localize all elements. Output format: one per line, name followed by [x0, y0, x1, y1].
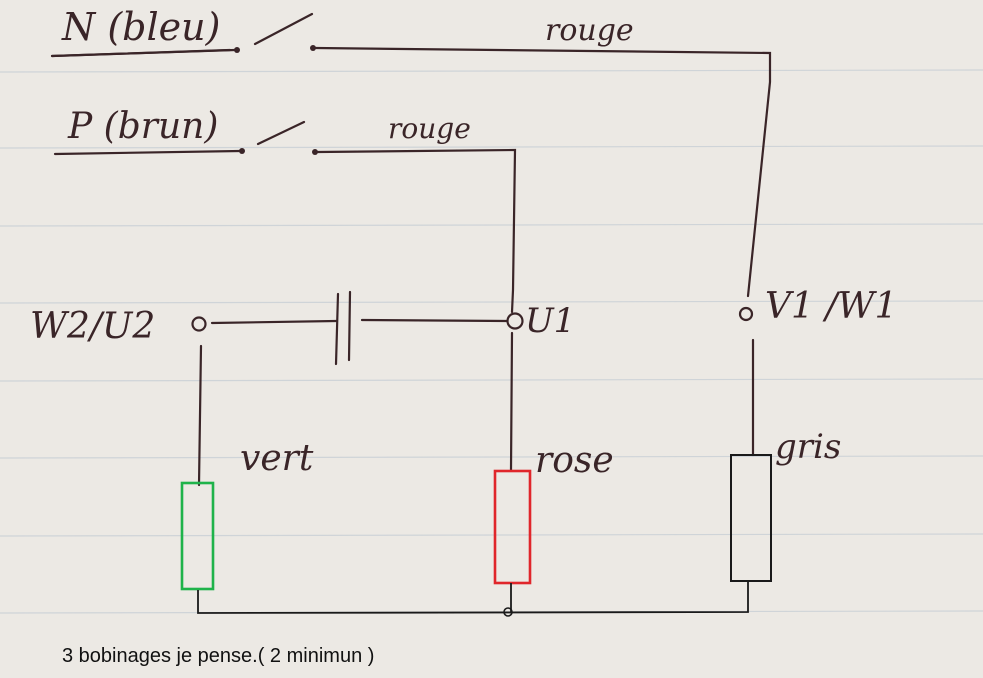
coil-icon [180, 481, 215, 591]
label-n-bleu: N (bleu) [61, 5, 220, 49]
terminal-icon [310, 45, 316, 51]
capacitor-icon [334, 290, 352, 366]
rose-lead [509, 331, 514, 472]
terminal-v1w1 [738, 306, 754, 322]
n-rouge-wire [314, 46, 772, 298]
terminal-w2u2 [191, 316, 207, 332]
capacitor-wire-right [360, 318, 509, 323]
label-p-brun: P (brun) [67, 106, 218, 147]
vert-lead [197, 344, 203, 487]
label-vert: vert [240, 438, 314, 479]
caption-text: 3 bobinages je pense.( 2 minimun ) [62, 645, 375, 667]
p-rouge-wire [316, 148, 517, 314]
common-return-line [197, 582, 749, 614]
label-v1w1: V1 /W1 [765, 286, 897, 327]
label-u1: U1 [525, 301, 575, 341]
label-rouge-mid: rouge [388, 112, 471, 145]
switch-icon [256, 120, 306, 146]
terminal-u1 [506, 312, 524, 330]
switch-icon [253, 12, 314, 46]
terminal-icon [234, 47, 240, 53]
p-supply-line [53, 149, 242, 156]
label-rose: rose [535, 440, 614, 481]
label-w2u2: W2/U2 [30, 306, 155, 347]
ruled-lines [0, 69, 983, 614]
label-rouge-top: rouge [545, 13, 634, 48]
terminal-icon [312, 149, 318, 155]
coil-icon [730, 454, 772, 582]
junction-icon [503, 607, 513, 617]
n-label-underline [50, 48, 232, 58]
label-gris: gris [775, 427, 841, 467]
terminal-icon [239, 148, 245, 154]
coil-icon [493, 469, 532, 585]
capacitor-wire-left [210, 319, 338, 325]
